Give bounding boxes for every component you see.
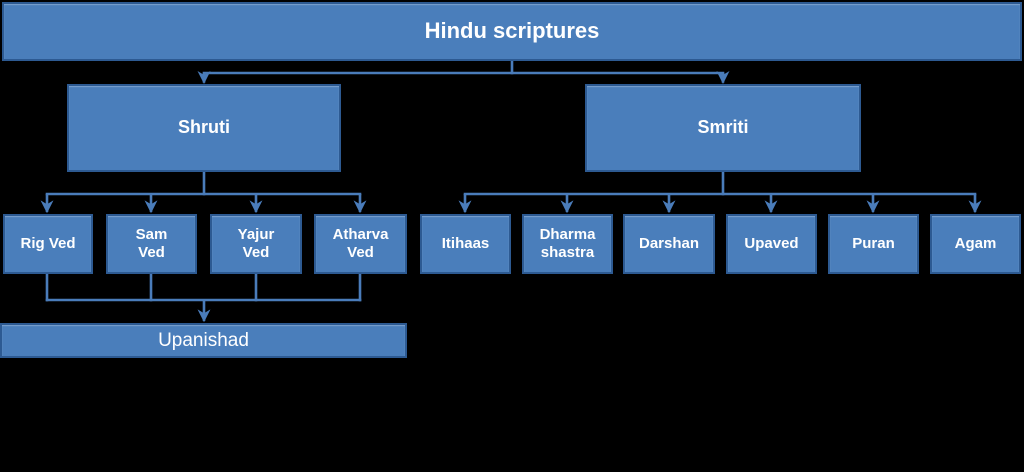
node-label: Shruti (178, 117, 230, 138)
node-smriti: Smriti (585, 84, 861, 172)
node-sam-ved: Sam Ved (106, 214, 197, 274)
node-puran: Puran (828, 214, 919, 274)
node-label: Dharma shastra (539, 225, 596, 261)
node-upaved: Upaved (726, 214, 817, 274)
node-itihaas: Itihaas (420, 214, 511, 274)
node-label: Sam Ved (135, 225, 168, 261)
node-label: Rig Ved (20, 234, 76, 252)
node-shruti: Shruti (67, 84, 341, 172)
node-rig-ved: Rig Ved (3, 214, 93, 274)
shruti-to-veds-connector (40, 172, 367, 214)
node-label: Yajur Ved (237, 225, 275, 261)
node-label: Atharva Ved (332, 225, 389, 261)
node-dharma-shastra: Dharma shastra (522, 214, 613, 274)
node-hindu-scriptures: Hindu scriptures (2, 2, 1022, 61)
node-label: Puran (852, 234, 895, 252)
node-atharva-ved: Atharva Ved (314, 214, 407, 274)
node-label: Upanishad (158, 329, 249, 351)
veds-to-upanishad-connector (45, 274, 362, 323)
root-to-branches-connector (197, 61, 730, 84)
node-label: Hindu scriptures (424, 18, 600, 44)
node-label: Agam (954, 234, 997, 252)
smriti-to-children-connector (458, 172, 982, 214)
node-darshan: Darshan (623, 214, 715, 274)
node-yajur-ved: Yajur Ved (210, 214, 302, 274)
node-label: Itihaas (441, 234, 490, 252)
node-label: Smriti (697, 117, 749, 138)
node-label: Darshan (638, 234, 700, 252)
node-label: Upaved (744, 234, 799, 252)
node-upanishad: Upanishad (0, 323, 407, 358)
node-agam: Agam (930, 214, 1021, 274)
